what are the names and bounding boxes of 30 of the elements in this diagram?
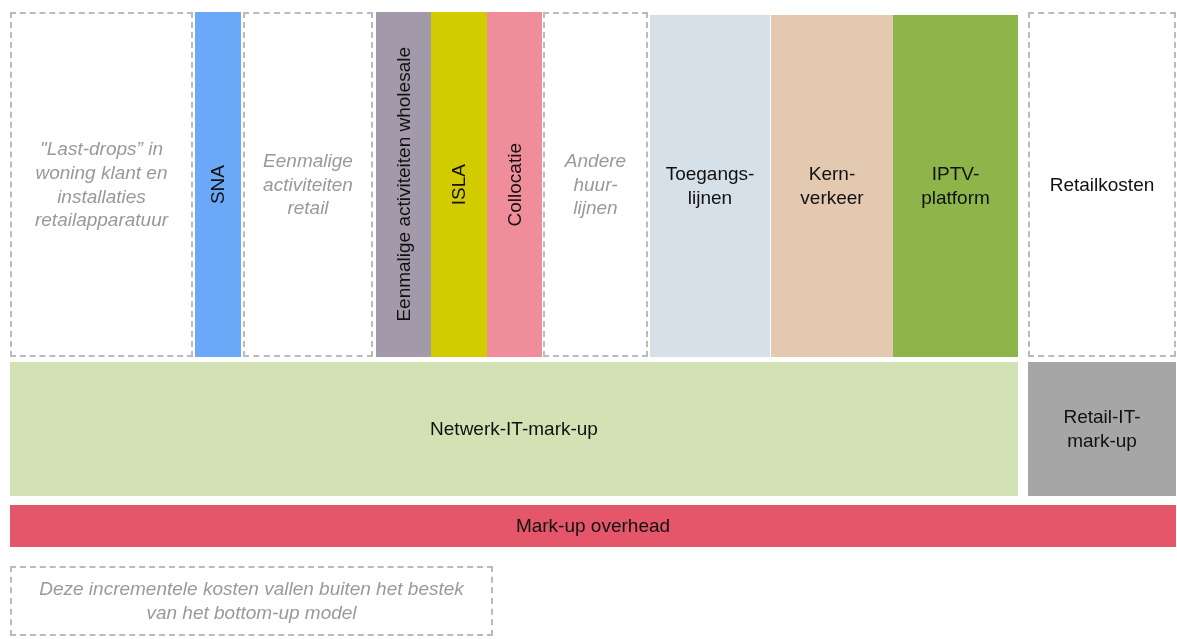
cost-block <box>650 15 770 357</box>
block-label: Collocatie <box>502 142 526 227</box>
block-label: Deze incrementele kosten vallen buiten het bestek van het bottom-up model <box>38 577 465 625</box>
markup-block <box>1028 362 1176 496</box>
markup-band <box>10 362 1018 496</box>
block-label: Retailkosten <box>1048 172 1156 197</box>
cost-block <box>487 12 542 357</box>
cost-block <box>243 12 373 357</box>
cost-block <box>376 12 431 357</box>
cost-block <box>431 12 487 357</box>
block-label: Andere huur-lijnen <box>563 148 628 221</box>
cost-block <box>10 12 193 357</box>
overhead-band <box>10 505 1176 547</box>
block-label: Kern-verkeer <box>799 162 865 210</box>
block-label: ISLA <box>447 163 471 206</box>
block-label: IPTV-platform <box>920 162 991 210</box>
block-label: Toegangs-lijnen <box>664 162 756 210</box>
block-label: Netwerk-IT-mark-up <box>429 417 599 441</box>
block-label: Eenmalige activiteiten retail <box>262 148 354 221</box>
cost-block <box>893 15 1018 357</box>
cost-block <box>195 12 241 357</box>
block-label: Retail-IT-mark-up <box>1062 405 1142 453</box>
cost-block <box>771 15 893 357</box>
block-label: Mark-up overhead <box>514 514 672 538</box>
cost-block <box>543 12 648 357</box>
block-label: Eenmalige activiteiten wholesale <box>391 47 415 322</box>
block-label: "Last-drops” in woning klant en installaties retailapparatuur <box>33 137 170 232</box>
cost-block <box>1028 12 1176 357</box>
note-box <box>10 566 493 636</box>
block-label: SNA <box>206 164 230 205</box>
